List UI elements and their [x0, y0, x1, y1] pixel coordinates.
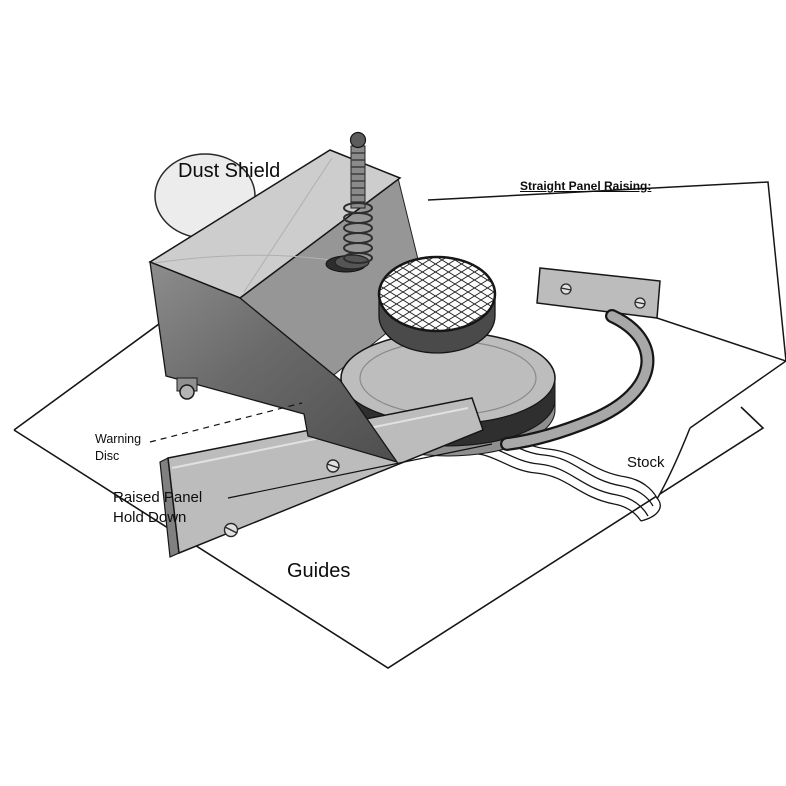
shield-creases	[153, 157, 345, 293]
section-title: Straight Panel Raising:	[520, 179, 652, 193]
stock-edges	[427, 181, 786, 500]
rear-guide-bar	[536, 267, 661, 319]
screw-slot	[224, 526, 238, 534]
warning-disc-label: Warning Disc	[95, 431, 141, 465]
stock-label: Stock	[627, 454, 665, 471]
hold-down-leader	[227, 443, 493, 499]
warning-disc-leader	[149, 402, 303, 443]
warning-disc-knob	[179, 384, 195, 400]
rear-guide	[536, 267, 661, 319]
warning-disc-label-line1: Warning	[95, 432, 142, 446]
screw-slot	[634, 301, 646, 305]
spindle-tip	[349, 131, 367, 149]
screw-slot	[326, 463, 340, 469]
cutter-top-rim	[377, 255, 497, 333]
cutter-top-mesh	[379, 257, 495, 331]
dust-shield-label: Dust Shield	[178, 160, 281, 182]
hold-down-strap	[500, 309, 655, 451]
spindle-assembly	[325, 131, 373, 273]
front-guide	[159, 397, 484, 558]
front-guide-bar	[167, 397, 484, 555]
strap-body	[502, 311, 653, 449]
raised-panel-hold-down-label: Raised Panel Hold Down	[113, 488, 202, 528]
panel-cutter	[377, 255, 497, 354]
warning-disc-label-line2: Disc	[95, 449, 120, 463]
leader-lines	[149, 402, 493, 499]
spindle-threads	[351, 152, 365, 203]
raised-panel-label-line1: Raised Panel	[113, 489, 203, 506]
spindle-spring	[343, 202, 373, 264]
spindle-rod	[350, 145, 366, 209]
raised-panel-label-line2: Hold Down	[113, 509, 187, 526]
screw-slot	[560, 287, 572, 291]
dust-shield-hood	[148, 149, 402, 464]
guides-label: Guides	[287, 560, 351, 582]
stock-profile-lines	[457, 429, 661, 522]
